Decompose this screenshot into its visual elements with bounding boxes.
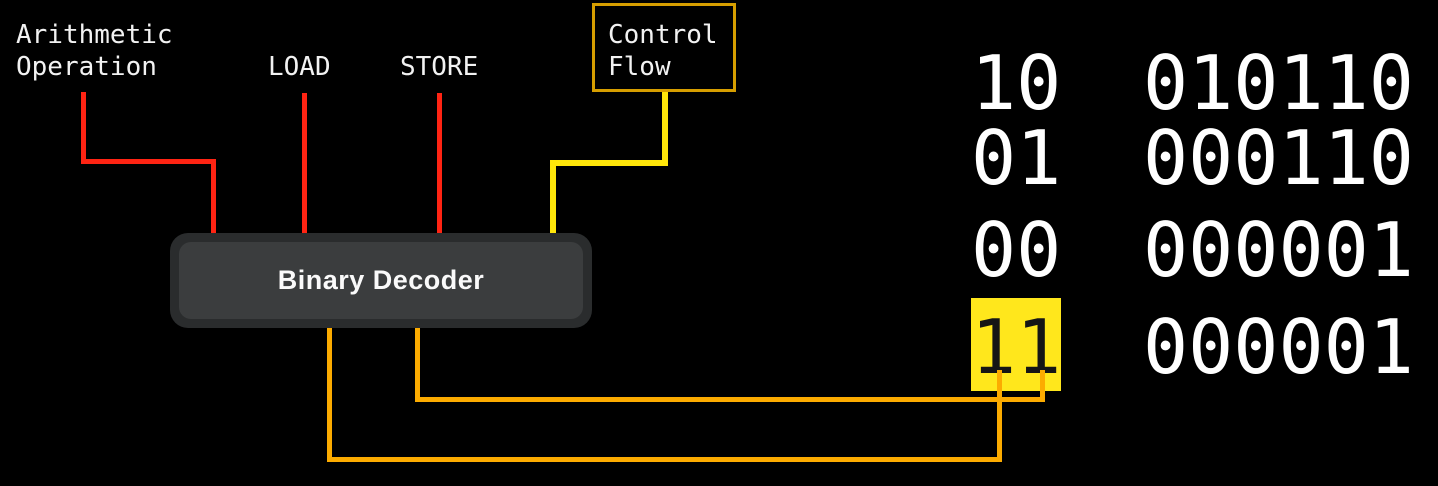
opcode-value: 01 bbox=[971, 114, 1062, 202]
code-row: 11 000001 bbox=[971, 298, 1414, 391]
arithmetic-operation-label: Arithmetic Operation bbox=[16, 20, 173, 82]
wire-segment bbox=[415, 318, 420, 402]
wire-segment bbox=[437, 93, 442, 233]
wire-segment bbox=[327, 318, 332, 462]
binary-decoder-block: Binary Decoder bbox=[170, 233, 592, 328]
opcode-value-highlighted: 11 bbox=[971, 298, 1061, 391]
control-flow-box: Control Flow bbox=[592, 3, 736, 92]
operand-value: 000110 bbox=[1143, 114, 1414, 202]
wire-segment bbox=[550, 160, 556, 233]
opcode-value: 00 bbox=[971, 206, 1062, 294]
load-label: LOAD bbox=[268, 52, 331, 82]
wire-segment bbox=[415, 397, 1045, 402]
control-flow-label: Control Flow bbox=[608, 20, 718, 82]
binary-decoder-title: Binary Decoder bbox=[277, 265, 485, 295]
wire-segment bbox=[327, 457, 1002, 462]
operand-value: 000001 bbox=[1143, 206, 1414, 294]
wire-segment bbox=[81, 92, 86, 164]
operand-value: 010110 bbox=[1143, 39, 1414, 127]
operand-value: 000001 bbox=[1143, 303, 1414, 391]
binary-decoder-face: Binary Decoder bbox=[179, 242, 583, 319]
wire-segment bbox=[997, 370, 1002, 462]
wire-segment bbox=[81, 159, 216, 164]
store-label: STORE bbox=[400, 52, 479, 82]
wire-segment bbox=[302, 93, 307, 233]
wire-segment bbox=[211, 159, 216, 233]
opcode-value: 10 bbox=[971, 39, 1062, 127]
wire-segment bbox=[1040, 370, 1045, 402]
wire-segment bbox=[662, 91, 668, 166]
wire-segment bbox=[550, 160, 668, 166]
